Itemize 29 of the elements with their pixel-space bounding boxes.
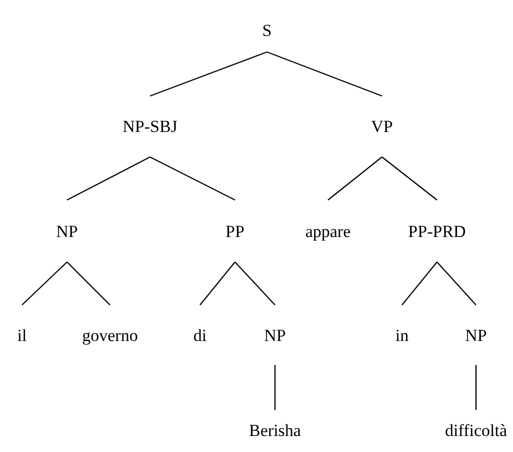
tree-branch xyxy=(274,365,276,410)
node-label: il xyxy=(17,326,27,344)
node-label: appare xyxy=(305,222,351,240)
node-label: di xyxy=(193,326,207,344)
tree-branch xyxy=(234,262,276,306)
node-label: in xyxy=(395,326,409,344)
tree-branch xyxy=(150,51,268,97)
node-label: governo xyxy=(82,326,138,344)
tree-branch xyxy=(328,156,382,200)
node-label: difficoltà xyxy=(445,422,507,438)
tree-branch xyxy=(475,365,477,410)
node-label: NP-SBJ xyxy=(122,118,178,135)
tree-branch xyxy=(402,262,438,306)
tree-branch xyxy=(436,262,476,306)
node-label: S xyxy=(262,22,272,38)
node-label: Berisha xyxy=(249,422,301,438)
tree-branch xyxy=(150,156,236,201)
node-label: NP xyxy=(264,326,286,344)
tree-branch xyxy=(200,262,236,306)
tree-branch xyxy=(266,51,382,97)
node-label: NP xyxy=(465,326,487,344)
tree-branch xyxy=(66,262,110,306)
node-label: NP xyxy=(56,222,78,240)
node-label: PP xyxy=(226,222,244,240)
node-label: PP-PRD xyxy=(408,222,466,240)
node-label: VP xyxy=(371,118,393,135)
tree-branch xyxy=(22,262,68,306)
tree-branch xyxy=(66,156,150,201)
tree-branch xyxy=(382,156,438,200)
